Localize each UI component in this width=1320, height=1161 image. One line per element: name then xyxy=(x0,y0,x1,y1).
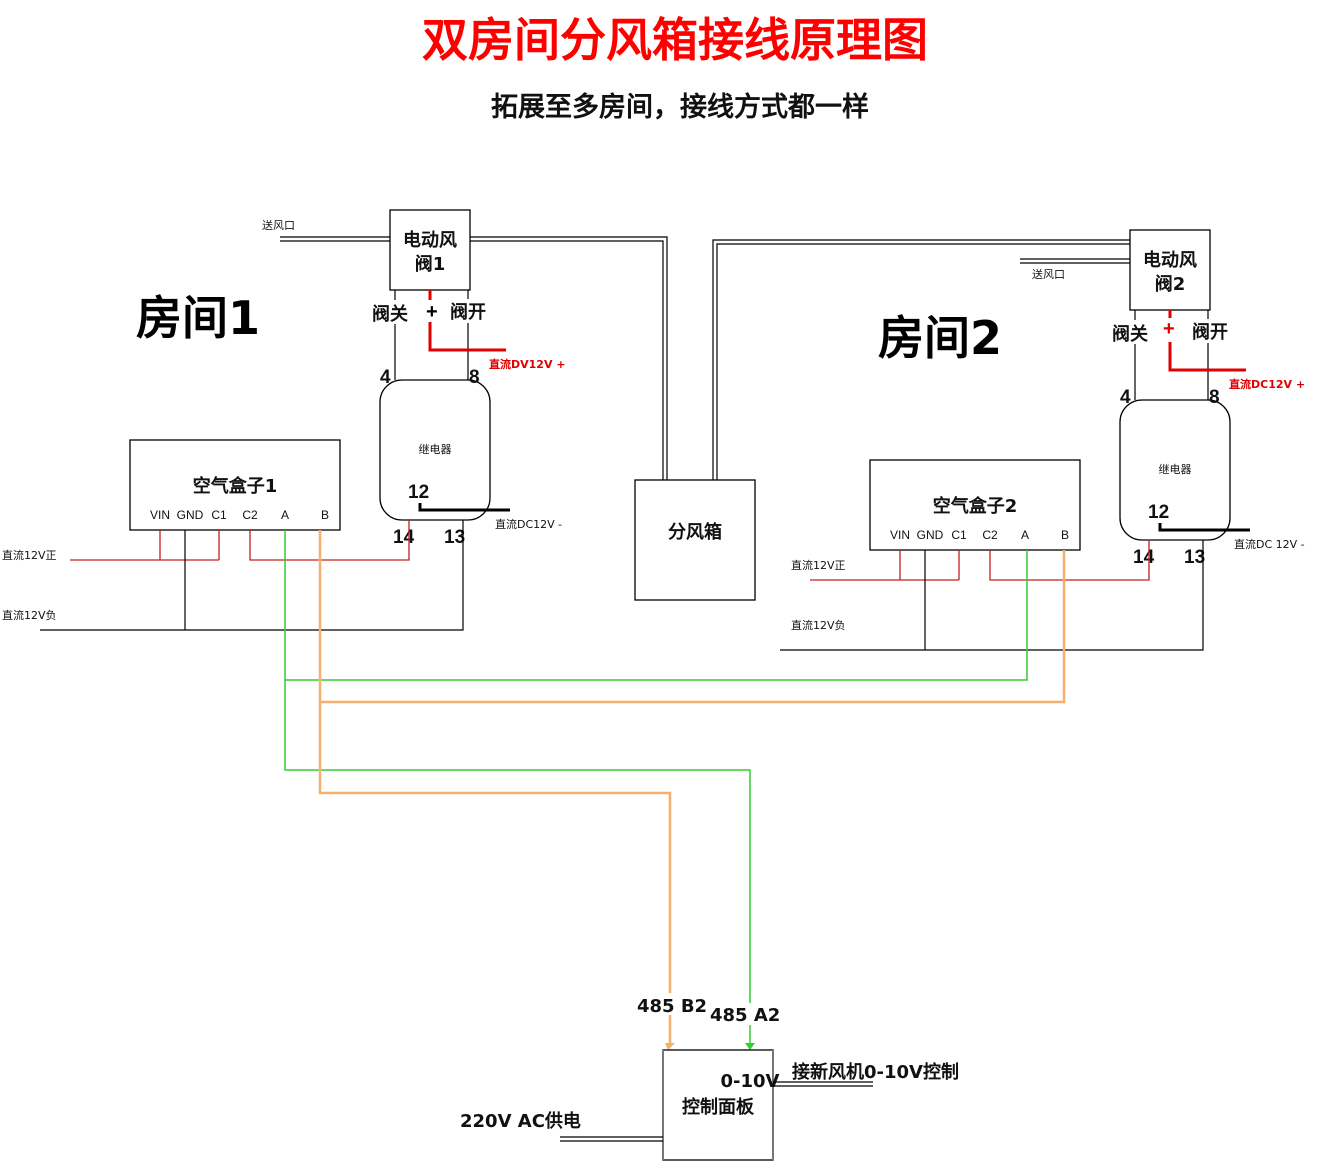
room1-valve-power-label: 直流DV12V + xyxy=(489,357,566,371)
relay2-pin-8: 8 xyxy=(1209,387,1220,408)
relay2-pin12-wire xyxy=(1158,523,1250,532)
air-box1-pin-gnd: GND xyxy=(177,508,204,522)
damper1-label-line1: 电动风 xyxy=(403,229,457,251)
relay2: 继电器 4 8 12 14 13 xyxy=(1119,387,1231,568)
relay1-pin-13: 13 xyxy=(444,527,465,548)
diagram-title: 双房间分风箱接线原理图 xyxy=(422,13,928,67)
room2-air-outlet-label: 送风口 xyxy=(1032,267,1065,281)
air-box2-pin-vin: VIN xyxy=(890,528,910,542)
relay1-pin-4: 4 xyxy=(380,367,391,388)
relay2-pin-4: 4 xyxy=(1120,387,1131,408)
relay1-pin-8: 8 xyxy=(469,367,480,388)
room1-dc-negative-label: 直流12V负 xyxy=(2,608,57,622)
room1-c2-to-relay14-wire xyxy=(249,520,410,561)
damper2: 电动风 阀2 xyxy=(1129,229,1211,311)
rs485-a2-label: 485 A2 xyxy=(710,1005,780,1026)
relay1-pin12-wire xyxy=(418,503,510,512)
room1-outlet-duct xyxy=(280,236,390,242)
room2-valve-power-label: 直流DC12V + xyxy=(1229,377,1305,391)
rs485-b-main-wire xyxy=(318,530,672,1045)
relay2-pin-13: 13 xyxy=(1184,547,1205,568)
room1-valve-close-label: 阀关 xyxy=(372,303,408,325)
damper2-label-line1: 电动风 xyxy=(1143,249,1197,271)
room2-valve-plus-wire xyxy=(1168,342,1246,372)
room1-supply-duct xyxy=(470,236,668,480)
room2-supply-duct xyxy=(712,239,1130,480)
air-box2: 空气盒子2 VIN GND C1 C2 A B xyxy=(869,459,1081,551)
room1-valve-plus-wire xyxy=(428,322,506,352)
control-panel: 控制面板 0-10V xyxy=(662,1049,780,1161)
room2-valve-open-label: 阀开 xyxy=(1192,321,1228,343)
air-box1-pin-a: A xyxy=(281,508,289,522)
ac-power-line xyxy=(560,1136,663,1142)
air-box1-pin-c2: C2 xyxy=(242,508,258,522)
air-box2-pin-c2: C2 xyxy=(982,528,998,542)
room2-dc-negative-bus xyxy=(780,540,1204,651)
air-box1-label: 空气盒子1 xyxy=(193,475,278,497)
relay2-negative-label: 直流DC 12V - xyxy=(1234,537,1305,551)
air-box2-label: 空气盒子2 xyxy=(933,495,1018,517)
damper1: 电动风 阀1 xyxy=(389,209,471,291)
splitter-box: 分风箱 xyxy=(634,479,756,601)
room1-dc-positive-label: 直流12V正 xyxy=(2,548,57,562)
rs485-a-room2-wire xyxy=(285,550,1028,681)
relay1: 继电器 4 8 12 14 13 xyxy=(379,367,491,548)
room1-valve-plus-label: + xyxy=(426,301,438,323)
room1-section: 房间1 送风口 电动风 阀1 阀关 + 阀开 直流DV12V + xyxy=(2,209,668,631)
relay2-pin-12: 12 xyxy=(1148,502,1169,523)
air-box2-pin-b: B xyxy=(1061,528,1069,542)
room2-label: 房间2 xyxy=(878,311,1002,365)
room2-dc-positive-label: 直流12V正 xyxy=(791,558,846,572)
room2-dc-negative-label: 直流12V负 xyxy=(791,618,846,632)
damper1-label-line2: 阀1 xyxy=(415,253,446,275)
room1-air-outlet-label: 送风口 xyxy=(262,218,295,232)
room2-valve-plus-label: + xyxy=(1163,318,1175,340)
relay1-label: 继电器 xyxy=(419,443,452,456)
rs485-b-arrow-icon xyxy=(665,1043,675,1050)
room1-dc-negative-bus xyxy=(40,520,464,631)
control-panel-label: 控制面板 xyxy=(682,1096,755,1118)
rs485-bus xyxy=(284,530,1066,1050)
air-box2-pin-a: A xyxy=(1021,528,1029,542)
air-box1: 空气盒子1 VIN GND C1 C2 A B xyxy=(129,439,341,531)
air-box1-pin-b: B xyxy=(321,508,329,522)
ac-power-label: 220V AC供电 xyxy=(460,1110,581,1132)
rs485-a-arrow-icon xyxy=(745,1043,755,1050)
room2-section: 房间2 送风口 电动风 阀2 阀关 + 阀开 直流DC12V + xyxy=(712,229,1305,651)
splitter-label: 分风箱 xyxy=(668,521,722,543)
room1-label: 房间1 xyxy=(136,291,260,345)
rs485-b-room2-wire xyxy=(320,550,1066,704)
diagram-subtitle: 拓展至多房间，接线方式都一样 xyxy=(491,91,869,123)
air-box2-pin-gnd: GND xyxy=(917,528,944,542)
room2-valve-close-label: 阀关 xyxy=(1112,323,1148,345)
room2-outlet-duct xyxy=(1020,258,1130,264)
fan-output-line xyxy=(773,1081,873,1087)
air-box2-pin-c1: C1 xyxy=(951,528,967,542)
damper2-label-line2: 阀2 xyxy=(1155,273,1186,295)
control-panel-010v-label: 0-10V xyxy=(721,1071,780,1092)
room2-c2-to-relay14-wire xyxy=(989,540,1150,581)
relay1-pin-12: 12 xyxy=(408,482,429,503)
rs485-b2-label: 485 B2 xyxy=(637,996,707,1017)
rs485-a-main-wire xyxy=(284,530,751,1045)
air-box1-pin-vin: VIN xyxy=(150,508,170,522)
relay2-pin-14: 14 xyxy=(1133,547,1155,568)
room1-valve-open-label: 阀开 xyxy=(450,301,486,323)
relay2-label: 继电器 xyxy=(1159,463,1192,476)
fan-output-label: 接新风机0-10V控制 xyxy=(792,1061,959,1083)
relay1-negative-label: 直流DC12V - xyxy=(495,517,562,531)
relay1-pin-14: 14 xyxy=(393,527,415,548)
air-box1-pin-c1: C1 xyxy=(211,508,227,522)
